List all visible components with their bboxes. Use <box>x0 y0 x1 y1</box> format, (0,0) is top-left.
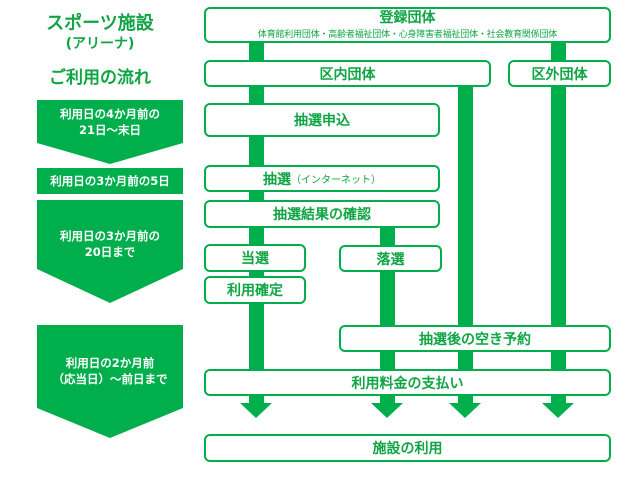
box-vacancy-booking: 抽選後の空き予約 <box>339 325 611 352</box>
box-lost: 落選 <box>339 245 442 272</box>
box-label: 登録団体 <box>379 10 436 26</box>
connector-inside-direct <box>458 87 473 403</box>
phase-line2: 20日まで <box>84 245 136 259</box>
phase-3-months-5th: 利用日の3か月前の5日 <box>37 168 183 194</box>
phase-rect-shape <box>37 168 183 194</box>
box-use-confirmed: 利用確定 <box>204 276 306 304</box>
box-label: 利用確定 <box>227 283 283 299</box>
box-registered-group: 登録団体 体育館利用団体・高齢者福祉団体・心身障害者福祉団体・社会教育関係団体 <box>204 7 611 43</box>
phase-line1: 利用日の2か月前 <box>65 356 155 370</box>
arrow-down-icon <box>449 403 481 418</box>
box-label: 区外団体 <box>531 66 588 83</box>
box-label: 抽選後の空き予約 <box>419 331 531 348</box>
phase-line1: 利用日の3か月前の5日 <box>50 174 170 188</box>
box-outside-ward: 区外団体 <box>508 60 611 87</box>
title-flow: ご利用の流れ <box>49 68 151 88</box>
box-payment: 利用料金の支払い <box>204 369 611 396</box>
box-facility-use: 施設の利用 <box>204 434 611 462</box>
box-note: （インターネット） <box>291 175 381 186</box>
box-inside-ward: 区内団体 <box>204 60 491 87</box>
phase-arrow-shape <box>37 200 183 303</box>
box-label: 抽選結果の確認 <box>273 207 371 223</box>
phase-4-months: 利用日の4か月前の 21日～末日 <box>37 100 183 164</box>
phase-arrow-shape <box>37 100 183 164</box>
box-label: 施設の利用 <box>372 441 443 457</box>
phase-line2: 21日～末日 <box>78 123 141 137</box>
arrow-down-icon <box>542 403 574 418</box>
box-won: 当選 <box>204 244 306 272</box>
phase-line1: 利用日の3か月前の <box>59 229 160 243</box>
box-label: 抽選申込 <box>294 113 350 129</box>
box-label: 当選 <box>241 251 269 267</box>
box-lottery-result: 抽選結果の確認 <box>204 200 440 228</box>
box-lottery: 抽選 （インターネット） <box>204 165 440 192</box>
box-label: 区内団体 <box>319 66 376 83</box>
box-label: 抽選 <box>263 171 291 188</box>
phase-3-months-20th: 利用日の3か月前の 20日まで <box>37 200 183 303</box>
title-subtitle: (アリーナ) <box>65 36 135 52</box>
phase-line1: 利用日の4か月前の <box>59 107 160 121</box>
connector-outside <box>551 43 566 403</box>
box-label: 利用料金の支払い <box>351 375 464 392</box>
box-lottery-apply: 抽選申込 <box>204 103 440 137</box>
box-label: 落選 <box>376 251 405 268</box>
phase-arrow-shape <box>37 325 183 438</box>
arrow-down-icon <box>371 403 403 418</box>
arrow-down-icon <box>240 403 272 418</box>
phase-line2: （応当日）～前日まで <box>52 372 168 386</box>
title-facility: スポーツ施設 <box>46 13 154 34</box>
phase-2-months: 利用日の2か月前 （応当日）～前日まで <box>37 325 183 438</box>
box-sublabel: 体育館利用団体・高齢者福祉団体・心身障害者福祉団体・社会教育関係団体 <box>257 30 558 40</box>
